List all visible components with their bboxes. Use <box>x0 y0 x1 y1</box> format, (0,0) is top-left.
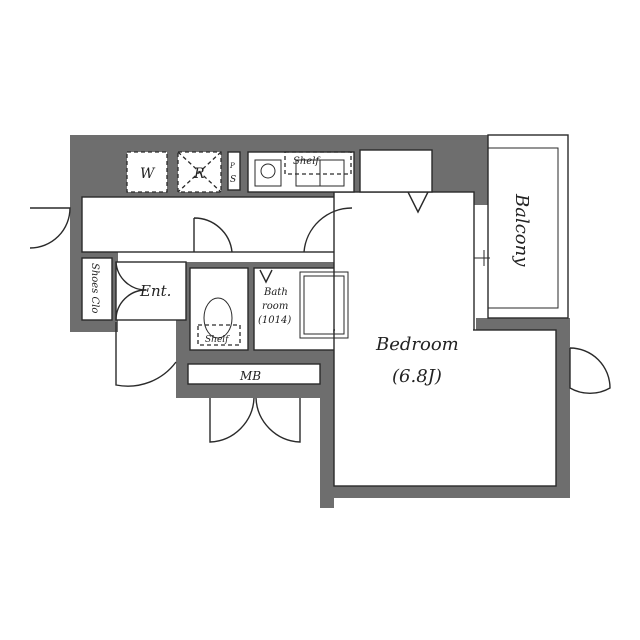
entrance-label: Ent. <box>139 282 171 300</box>
bath-label-1: Bath <box>263 287 288 298</box>
rooms <box>81 134 569 487</box>
bedroom-size-label: (6.8J) <box>392 366 442 387</box>
kitchen-fixtures <box>126 151 355 193</box>
labels: W R P S Shelf Ent. Shoes Clo Bath room (… <box>89 156 532 387</box>
toilet-shelf-label: Shelf <box>205 335 230 345</box>
pipe-space-label-top: P <box>229 162 235 170</box>
toilet-fixture <box>197 297 241 346</box>
bathtub <box>299 271 349 339</box>
doors <box>29 191 611 443</box>
pipe-space-label-bottom: S <box>230 175 236 185</box>
refrigerator-label: R <box>193 166 205 182</box>
washer-label: W <box>140 166 156 182</box>
meter-box-label: MB <box>239 369 261 383</box>
shoes-closet-label: Shoes Clo <box>89 263 100 313</box>
balcony-label: Balcony <box>511 193 532 267</box>
bedroom-label: Bedroom <box>375 334 459 355</box>
bath-label-3: (1014) <box>258 315 291 326</box>
bath-label-2: room <box>262 301 288 312</box>
shelf-label: Shelf <box>293 156 321 167</box>
